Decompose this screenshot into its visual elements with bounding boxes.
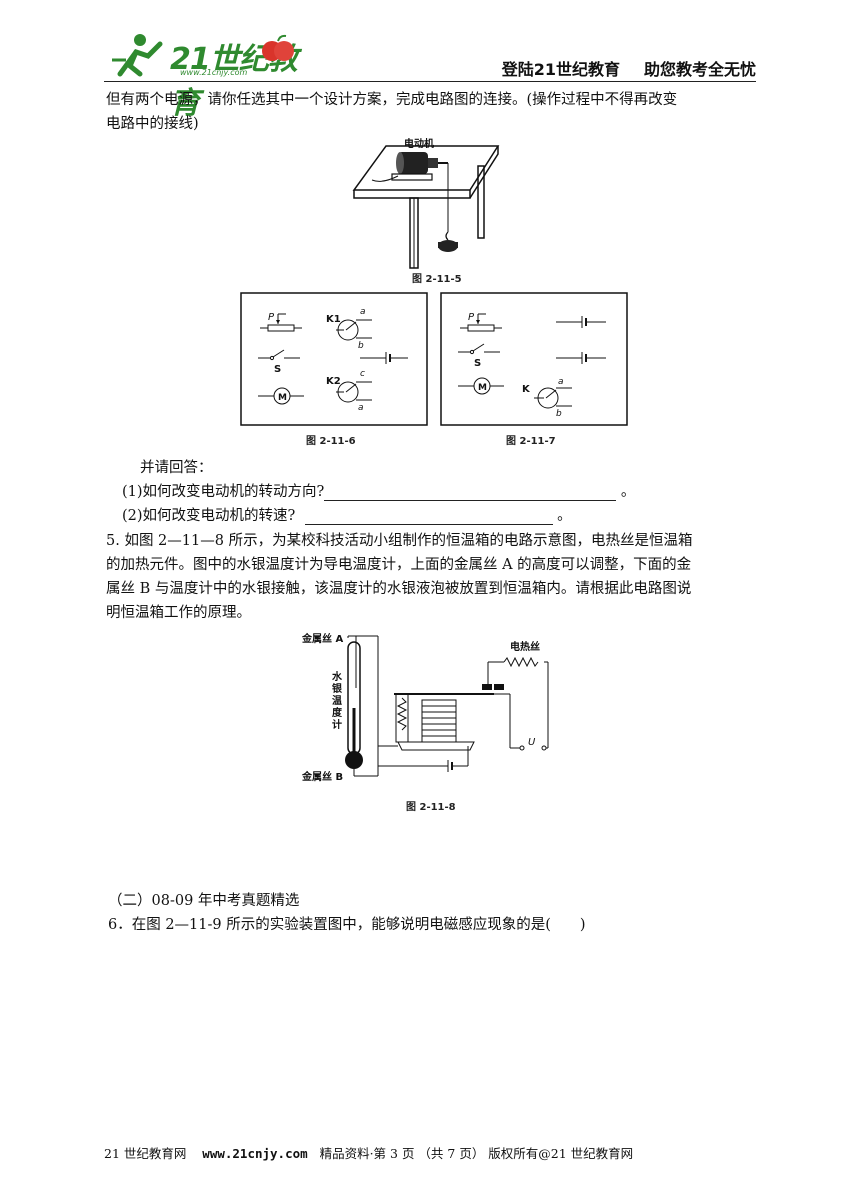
footer-url[interactable]: www.21cnjy.com xyxy=(202,1146,308,1161)
fig8-wire-a: 金属丝 A xyxy=(301,632,343,645)
fig7-label-a: a xyxy=(558,377,564,387)
figure-2-11-5: 电动机 xyxy=(352,137,500,269)
fig7-label-p: P xyxy=(468,312,475,323)
slogan-right: 助您教考全无忧 xyxy=(643,60,756,79)
fig6-label-a1: a xyxy=(360,307,366,317)
fig8-thermo-char-5: 计 xyxy=(332,718,342,731)
figure-2-11-7: P S M K a b xyxy=(440,292,628,426)
fig5-motor-label: 电动机 xyxy=(404,137,434,150)
intro-line-1: 但有两个电源，请你任选其中一个设计方案，完成电路图的连接。(操作过程中不得再改变 xyxy=(106,92,678,108)
slogan-left: 登陆21世纪教育 xyxy=(501,60,620,79)
question-1: (1)如何改变电动机的转动方向? 。 xyxy=(122,480,635,501)
figure-2-11-6: P S M K1 a b K2 c a xyxy=(240,292,428,426)
fig8-thermo-char-4: 度 xyxy=(332,706,343,719)
site-logo: 21世纪教育 www.21cnjy.com xyxy=(110,30,300,121)
question-1-text: (1)如何改变电动机的转动方向? xyxy=(122,484,325,500)
intro-line-2: 电路中的接线) xyxy=(106,116,199,132)
fig7-caption: 图 2-11-7 xyxy=(506,436,556,447)
figure-2-11-8: 金属丝 A 金属丝 B 水 银 温 度 计 电热丝 U xyxy=(301,632,549,783)
q5-line-4: 明恒温箱工作的原理。 xyxy=(106,605,251,621)
fig8-heater: 电热丝 xyxy=(510,640,540,653)
fig6-label-c: c xyxy=(360,369,365,379)
header-divider xyxy=(104,81,756,82)
fig8-wire-b: 金属丝 B xyxy=(301,770,343,783)
fig7-label-b: b xyxy=(556,409,562,419)
fig5-caption: 图 2-11-5 xyxy=(412,274,462,285)
fig7-label-m: M xyxy=(478,383,487,393)
question-6: 6．在图 2—11-9 所示的实验装置图中，能够说明电磁感应现象的是( ) xyxy=(108,917,586,933)
fig7-label-s: S xyxy=(474,358,481,369)
runner-logo-icon xyxy=(112,34,163,77)
footer-site: 21 世纪教育网 xyxy=(104,1146,187,1161)
fig8-thermometer: 水 银 温 度 计 xyxy=(331,670,345,731)
question-2-text: (2)如何改变电动机的转速? xyxy=(122,508,296,524)
header-slogan: 登陆21世纪教育 助您教考全无忧 xyxy=(502,56,756,80)
section-2-title: （二）08-09 年中考真题精选 xyxy=(108,893,300,909)
fig7-label-k: K xyxy=(522,384,531,395)
question-1-end: 。 xyxy=(620,484,636,500)
apple-icon xyxy=(262,34,294,61)
answer-1-blank[interactable] xyxy=(324,484,617,501)
fig6-label-p: P xyxy=(268,312,275,323)
fig6-label-a2: a xyxy=(358,403,364,413)
fig8-voltage: U xyxy=(528,737,536,748)
fig6-label-s: S xyxy=(274,364,281,375)
fig8-thermo-char-3: 温 xyxy=(332,694,342,707)
question-2-end: 。 xyxy=(557,508,572,524)
fig8-thermo-char-1: 水 xyxy=(331,670,343,683)
q5-line-3: 属丝 B 与温度计中的水银接触，该温度计的水银液泡被放置到恒温箱内。请根据此电路… xyxy=(106,581,692,597)
q5-line-2: 的加热元件。图中的水银温度计为导电温度计，上面的金属丝 A 的高度可以调整，下面… xyxy=(106,557,692,573)
page-footer: 21 世纪教育网 www.21cnjy.com 精品资料·第 3 页 （共 7 … xyxy=(104,1143,764,1162)
footer-page-info: 精品资料·第 3 页 （共 7 页） 版权所有@21 世纪教育网 xyxy=(319,1146,634,1161)
logo-text: 21世纪教育 xyxy=(170,42,298,121)
fig8-caption: 图 2-11-8 xyxy=(406,802,456,813)
fig6-label-m: M xyxy=(278,393,287,403)
answer-2-blank[interactable] xyxy=(304,508,553,525)
q5-line-1: 5. 如图 2—11—8 所示，为某校科技活动小组制作的恒温箱的电路示意图，电热… xyxy=(106,533,693,549)
logo-url: www.21cnjy.com xyxy=(180,68,248,77)
fig6-label-k1: K1 xyxy=(326,314,341,325)
question-2: (2)如何改变电动机的转速? 。 xyxy=(122,504,572,525)
fig8-thermo-char-2: 银 xyxy=(332,682,343,695)
fig6-label-k2: K2 xyxy=(326,376,341,387)
fig6-caption: 图 2-11-6 xyxy=(306,436,356,447)
answer-prompt: 并请回答： xyxy=(140,460,213,476)
fig6-label-b: b xyxy=(358,341,364,351)
